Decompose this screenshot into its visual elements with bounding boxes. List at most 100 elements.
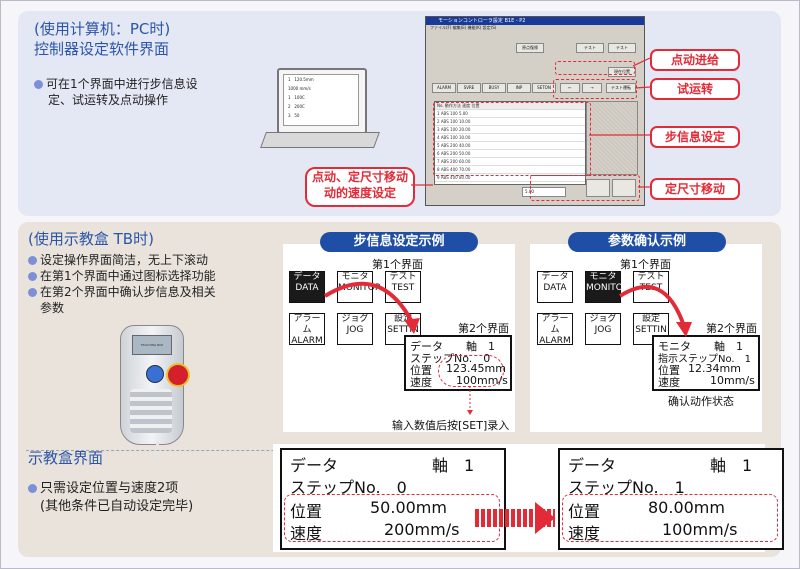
- lcd-title: データ: [410, 340, 443, 353]
- app-button-2[interactable]: テスト: [576, 43, 604, 53]
- table-row[interactable]: 2 ABS 100 10.00: [435, 118, 585, 126]
- fixed-move-highlight: [530, 175, 640, 201]
- lcd-axis: 軸 1: [432, 456, 475, 475]
- lcd-speed-label: 速度: [290, 524, 323, 543]
- lcd-step: ステップNo. 1: [568, 478, 685, 497]
- pc-bullet-line2: 定、试运转及点动操作: [48, 93, 169, 107]
- monitor-lcd-screen: モニタ 軸 1 指示ステップNo. 1 位置 12.34mm 速度 10mm/s: [652, 335, 760, 391]
- lcd-speed-label: 速度: [410, 376, 432, 389]
- callout-fixed-move: 定尺寸移动: [650, 178, 740, 200]
- step-data-table[interactable]: No. 動作方法 速度 位置 1 ABS 100 5.00 2 ABS 100 …: [434, 101, 586, 185]
- lcd-speed-value: 100mm/s: [662, 520, 738, 539]
- speed-select[interactable]: 5.00: [522, 187, 566, 197]
- app-button-3[interactable]: テスト: [608, 43, 636, 53]
- table-row[interactable]: 8 ABS 400 70.00: [435, 166, 585, 174]
- before-value-highlight: [284, 494, 500, 542]
- screen1-label: 第1个界面: [620, 258, 671, 271]
- tab-step-setting-example: 步信息设定示例: [320, 232, 478, 252]
- after-value-highlight: [562, 494, 778, 542]
- lcd-screen-before: データ 軸 1 ステップNo. 0 位置 50.00mm 速度 200mm/s: [280, 448, 506, 550]
- tb-bullet-2: 在第1个界面中通过图标选择功能: [28, 269, 216, 284]
- table-row[interactable]: 6 ABS 200 50.00: [435, 150, 585, 158]
- table-row[interactable]: 7 ABS 200 60.00: [435, 158, 585, 166]
- callout-jog-feed: 点动进给: [650, 49, 740, 71]
- callout-test-run: 试运转: [650, 78, 740, 100]
- jog-right-button[interactable]: →: [582, 83, 602, 93]
- table-row[interactable]: 3 ABS 100 20.00: [435, 126, 585, 134]
- inp-indicator: INP: [507, 83, 531, 93]
- pc-section-subtitle: 控制器设定软件界面: [34, 40, 170, 58]
- tb-bullet-1: 设定操作界面简洁，无上下滚动: [28, 253, 208, 268]
- lcd-speed-label: 速度: [658, 376, 680, 389]
- table-row[interactable]: 9 ABS 400 80.00: [435, 174, 585, 182]
- callout-speed-setting: 点动、定尺寸移动动的速度设定: [305, 167, 415, 207]
- window-titlebar: モーションコントローラ設定 B1E - P2: [426, 17, 644, 25]
- lcd-speed-value: 10mm/s: [710, 374, 755, 387]
- tb-bullet-3-cont: 参数: [40, 301, 65, 315]
- table-row[interactable]: 5 ABS 200 40.00: [435, 142, 585, 150]
- lcd-position-label: 位置: [290, 502, 323, 521]
- svre-indicator: SVRE: [457, 83, 481, 93]
- value-highlight: [438, 355, 504, 387]
- current-position-button[interactable]: 現在位置: [608, 67, 636, 77]
- move-plus-button[interactable]: [612, 179, 636, 197]
- alarm-indicator: ALARM: [432, 83, 456, 93]
- lcd-title: データ: [568, 456, 617, 475]
- lcd-screen-after: データ 軸 1 ステップNo. 1 位置 80.00mm 速度 100mm/s: [558, 448, 784, 550]
- lcd-title: データ: [290, 456, 339, 475]
- lcd-position-value: 50.00mm: [370, 498, 447, 517]
- pendant-cable: [156, 441, 159, 455]
- laptop-illustration: 1 120.5mm 1000 mm/s 1 100C 2 200C 3 50: [260, 68, 380, 148]
- screen2-label: 第2个界面: [458, 322, 509, 335]
- screen1-label: 第1个界面: [372, 258, 423, 271]
- lcd-axis: 軸 1: [714, 340, 743, 353]
- busy-indicator: BUSY: [482, 83, 506, 93]
- tb-ui-bullet-line2: (其他条件已自动设定完毕): [40, 499, 194, 514]
- bullet-dot-icon: [28, 288, 37, 297]
- menu-bar[interactable]: ファイル(F) 編集(E) 機能(K) 設定(S): [430, 25, 497, 30]
- table-header: No. 動作方法 速度 位置: [435, 102, 585, 110]
- lcd-axis: 軸 1: [710, 456, 753, 475]
- bullet-dot-icon: [34, 80, 43, 89]
- step-info-highlight: [433, 102, 591, 176]
- controller-software-window: モーションコントローラ設定 B1E - P2 ファイル(F) 編集(E) 機能(…: [425, 16, 645, 206]
- callout-step-setting: 步信息设定: [650, 126, 740, 148]
- lcd-title: モニタ: [658, 340, 691, 353]
- lcd-position-value: 80.00mm: [648, 498, 725, 517]
- pendant-keypad: [130, 389, 172, 433]
- hatched-area: [586, 101, 638, 175]
- lcd-position-value: 12.34mm: [688, 362, 741, 375]
- arrow-head-icon: [535, 502, 555, 534]
- pendant-dial-icon: [146, 365, 164, 383]
- pc-section-title: (使用计算机：PC时): [34, 20, 171, 38]
- pc-bullet: 可在1个界面中进行步信息设: [34, 77, 198, 92]
- app-button-1[interactable]: 原点復帰: [516, 43, 544, 53]
- lcd-axis: 軸 1: [466, 340, 495, 353]
- lcd-position-label: 位置: [658, 364, 680, 377]
- tb-section-title: (使用示教盒 TB时): [28, 230, 154, 248]
- bullet-dot-icon: [28, 484, 37, 493]
- test-run-highlight: [553, 79, 637, 99]
- lcd-speed-value: 200mm/s: [384, 520, 460, 539]
- table-row[interactable]: 4 ABS 100 30.00: [435, 134, 585, 142]
- lcd-step: ステップNo. 0: [290, 478, 407, 497]
- tb-ui-title: 示教盒界面: [28, 449, 104, 467]
- jog-left-button[interactable]: ←: [560, 83, 580, 93]
- tb-bullet-3: 在第2个界面中确认步信息及相关: [28, 285, 216, 300]
- bullet-dot-icon: [28, 256, 37, 265]
- emergency-stop-icon: [166, 363, 190, 387]
- table-row[interactable]: 1 ABS 100 5.00: [435, 110, 585, 118]
- step-note: 输入数值后按[SET]录入: [392, 419, 510, 432]
- move-minus-button[interactable]: [586, 179, 610, 197]
- monitor-note: 确认动作状态: [668, 395, 734, 408]
- step-lcd-screen: データ 軸 1 ステップNo. 0 位置 123.45mm 速度 100mm/s: [404, 335, 512, 391]
- bullet-dot-icon: [28, 272, 37, 281]
